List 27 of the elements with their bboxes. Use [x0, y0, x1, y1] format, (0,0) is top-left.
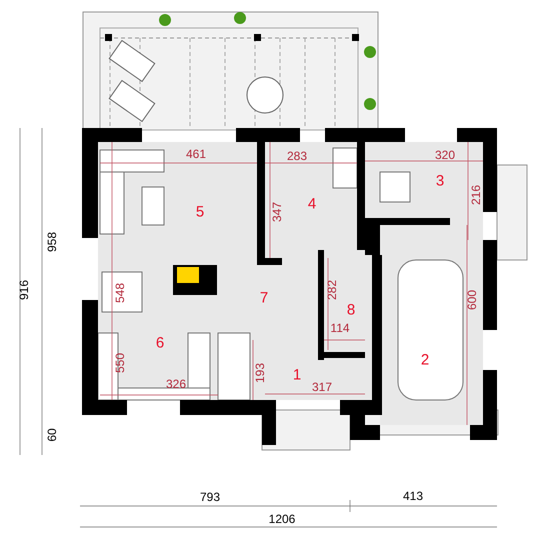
dimension-label: 347	[271, 202, 283, 222]
dimension-label: 283	[286, 150, 308, 162]
dimension-label: 413	[402, 490, 424, 502]
dimension-label: 548	[114, 282, 126, 304]
room-number: 6	[156, 336, 164, 350]
dimension-label: 60	[46, 428, 58, 442]
room-number: 2	[420, 352, 430, 368]
room-number: 3	[436, 174, 444, 188]
room-number: 7	[260, 290, 268, 306]
dimension-label: 461	[186, 148, 206, 160]
dimension-label: 600	[466, 290, 478, 310]
room-number: 1	[292, 368, 302, 382]
dimension-label: 916	[18, 280, 30, 300]
dimension-label: 114	[330, 322, 350, 334]
dimension-label: 193	[254, 362, 266, 384]
room-number: 5	[196, 204, 204, 220]
dimension-label: 282	[326, 280, 338, 300]
dimension-label: 958	[46, 232, 58, 252]
dimension-label: 320	[434, 149, 456, 161]
dimension-label: 326	[166, 378, 186, 390]
dimension-label: 1206	[268, 513, 296, 525]
room-number: 4	[308, 196, 316, 212]
dimension-label: 550	[114, 352, 126, 374]
dimension-label: 216	[470, 184, 482, 206]
dimension-label: 317	[312, 381, 332, 393]
dimension-label: 793	[200, 491, 220, 503]
room-number: 8	[346, 302, 356, 318]
